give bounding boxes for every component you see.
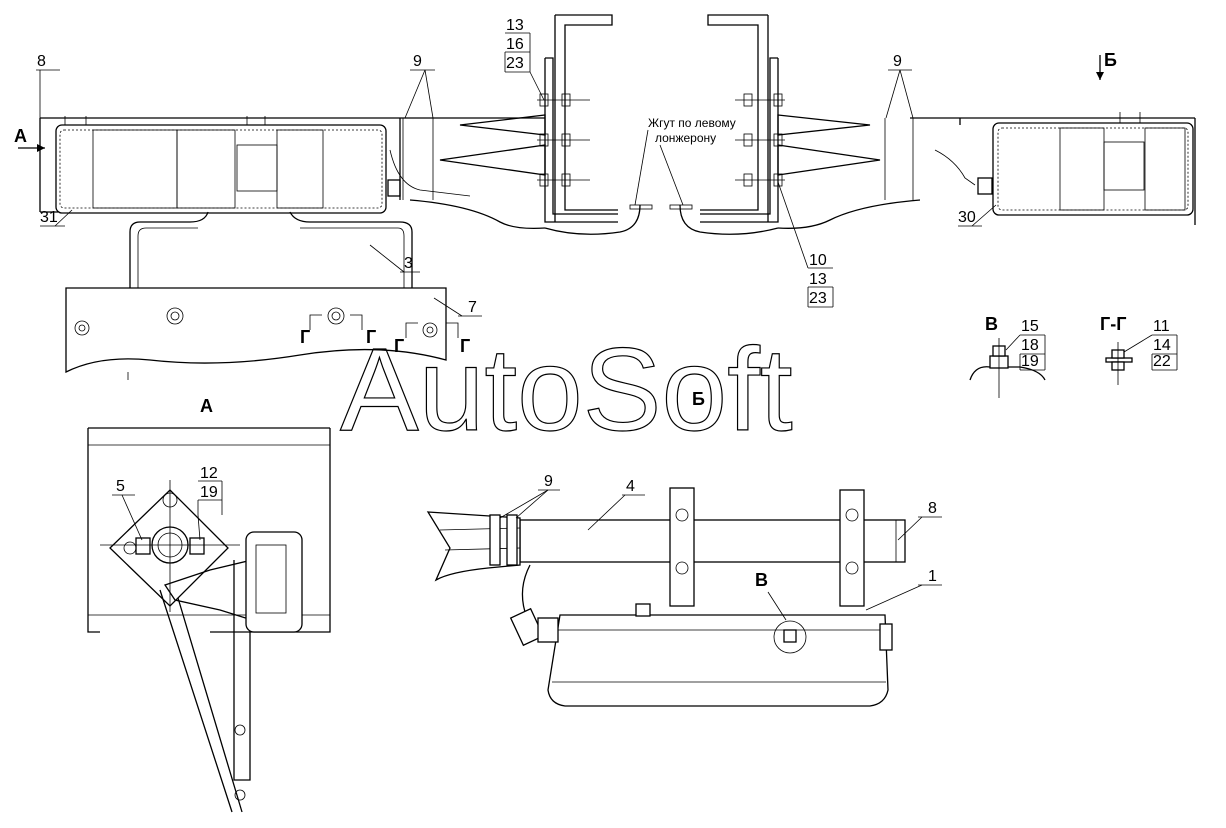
stack-v-1: 15: [1021, 318, 1039, 335]
callout-19-a: 19: [200, 484, 218, 501]
stack-g-2: 14: [1153, 337, 1171, 354]
callout-12: 12: [200, 465, 218, 482]
stack-right-1: 10: [809, 252, 827, 269]
stack-g-1: 11: [1153, 318, 1170, 335]
section-g-g-title: Г-Г: [1100, 314, 1126, 334]
stack-top-2: 16: [506, 36, 524, 53]
watermark: AutoSoft: [340, 324, 793, 456]
callout-31: 31: [40, 209, 58, 226]
stack-top-1: 13: [506, 17, 524, 34]
callout-7: 7: [468, 299, 477, 316]
stack-right-3: 23: [809, 290, 827, 307]
left-tail-lamp: [55, 116, 401, 214]
harness-note-line1: Жгут по левому: [648, 116, 736, 130]
detail-v-title: В: [985, 314, 998, 334]
section-g-cut-4: Г: [460, 336, 470, 356]
callout-5: 5: [116, 478, 125, 495]
view-b: Б 9 4 8 1: [426, 389, 942, 707]
section-g-cut-1: Г: [300, 327, 310, 347]
top-assembly-view: А Б Г Г Г Г Жгут по левому лонжерону: [14, 14, 1196, 380]
stack-g-3: 22: [1153, 353, 1171, 370]
harness-note-line2: лонжерону: [655, 131, 716, 145]
view-b-arrow-label: Б: [1104, 50, 1117, 70]
section-marks: Г Г Г Г: [300, 314, 470, 356]
callout-8-view: 8: [928, 500, 937, 517]
stack-v-3: 19: [1021, 353, 1039, 370]
section-g-g: Г-Г 11 14 22: [1100, 314, 1178, 385]
view-a-arrow-label: А: [14, 126, 27, 146]
section-g-cut-3: Г: [394, 336, 404, 356]
callout-1: 1: [928, 568, 937, 585]
stack-v-2: 18: [1021, 337, 1039, 354]
view-b-arrow: Б: [1096, 50, 1117, 80]
view-a-arrow: А: [14, 126, 45, 152]
callout-9-left: 9: [413, 53, 422, 70]
section-g-cut-2: Г: [366, 327, 376, 347]
callouts-top: 8 9 9 31 30 3 7 13 16 23 10 13 23: [36, 17, 997, 317]
stack-right-2: 13: [809, 271, 827, 288]
callout-30: 30: [958, 209, 976, 226]
callout-4: 4: [626, 478, 635, 495]
callout-3: 3: [404, 255, 413, 272]
left-channel-bracket: [537, 14, 618, 223]
view-a: А 5 12 19: [87, 396, 331, 813]
mounting-plate: [65, 287, 447, 380]
detail-v-marker: В: [755, 570, 768, 590]
callout-9-right: 9: [893, 53, 902, 70]
detail-v: В 15 18 19: [969, 314, 1046, 398]
view-b-title: Б: [692, 389, 705, 409]
view-a-title: А: [200, 396, 213, 416]
callout-9-view: 9: [544, 473, 553, 490]
callout-8-top: 8: [37, 53, 46, 70]
right-tail-lamp: [977, 112, 1196, 225]
stack-top-3: 23: [506, 55, 524, 72]
